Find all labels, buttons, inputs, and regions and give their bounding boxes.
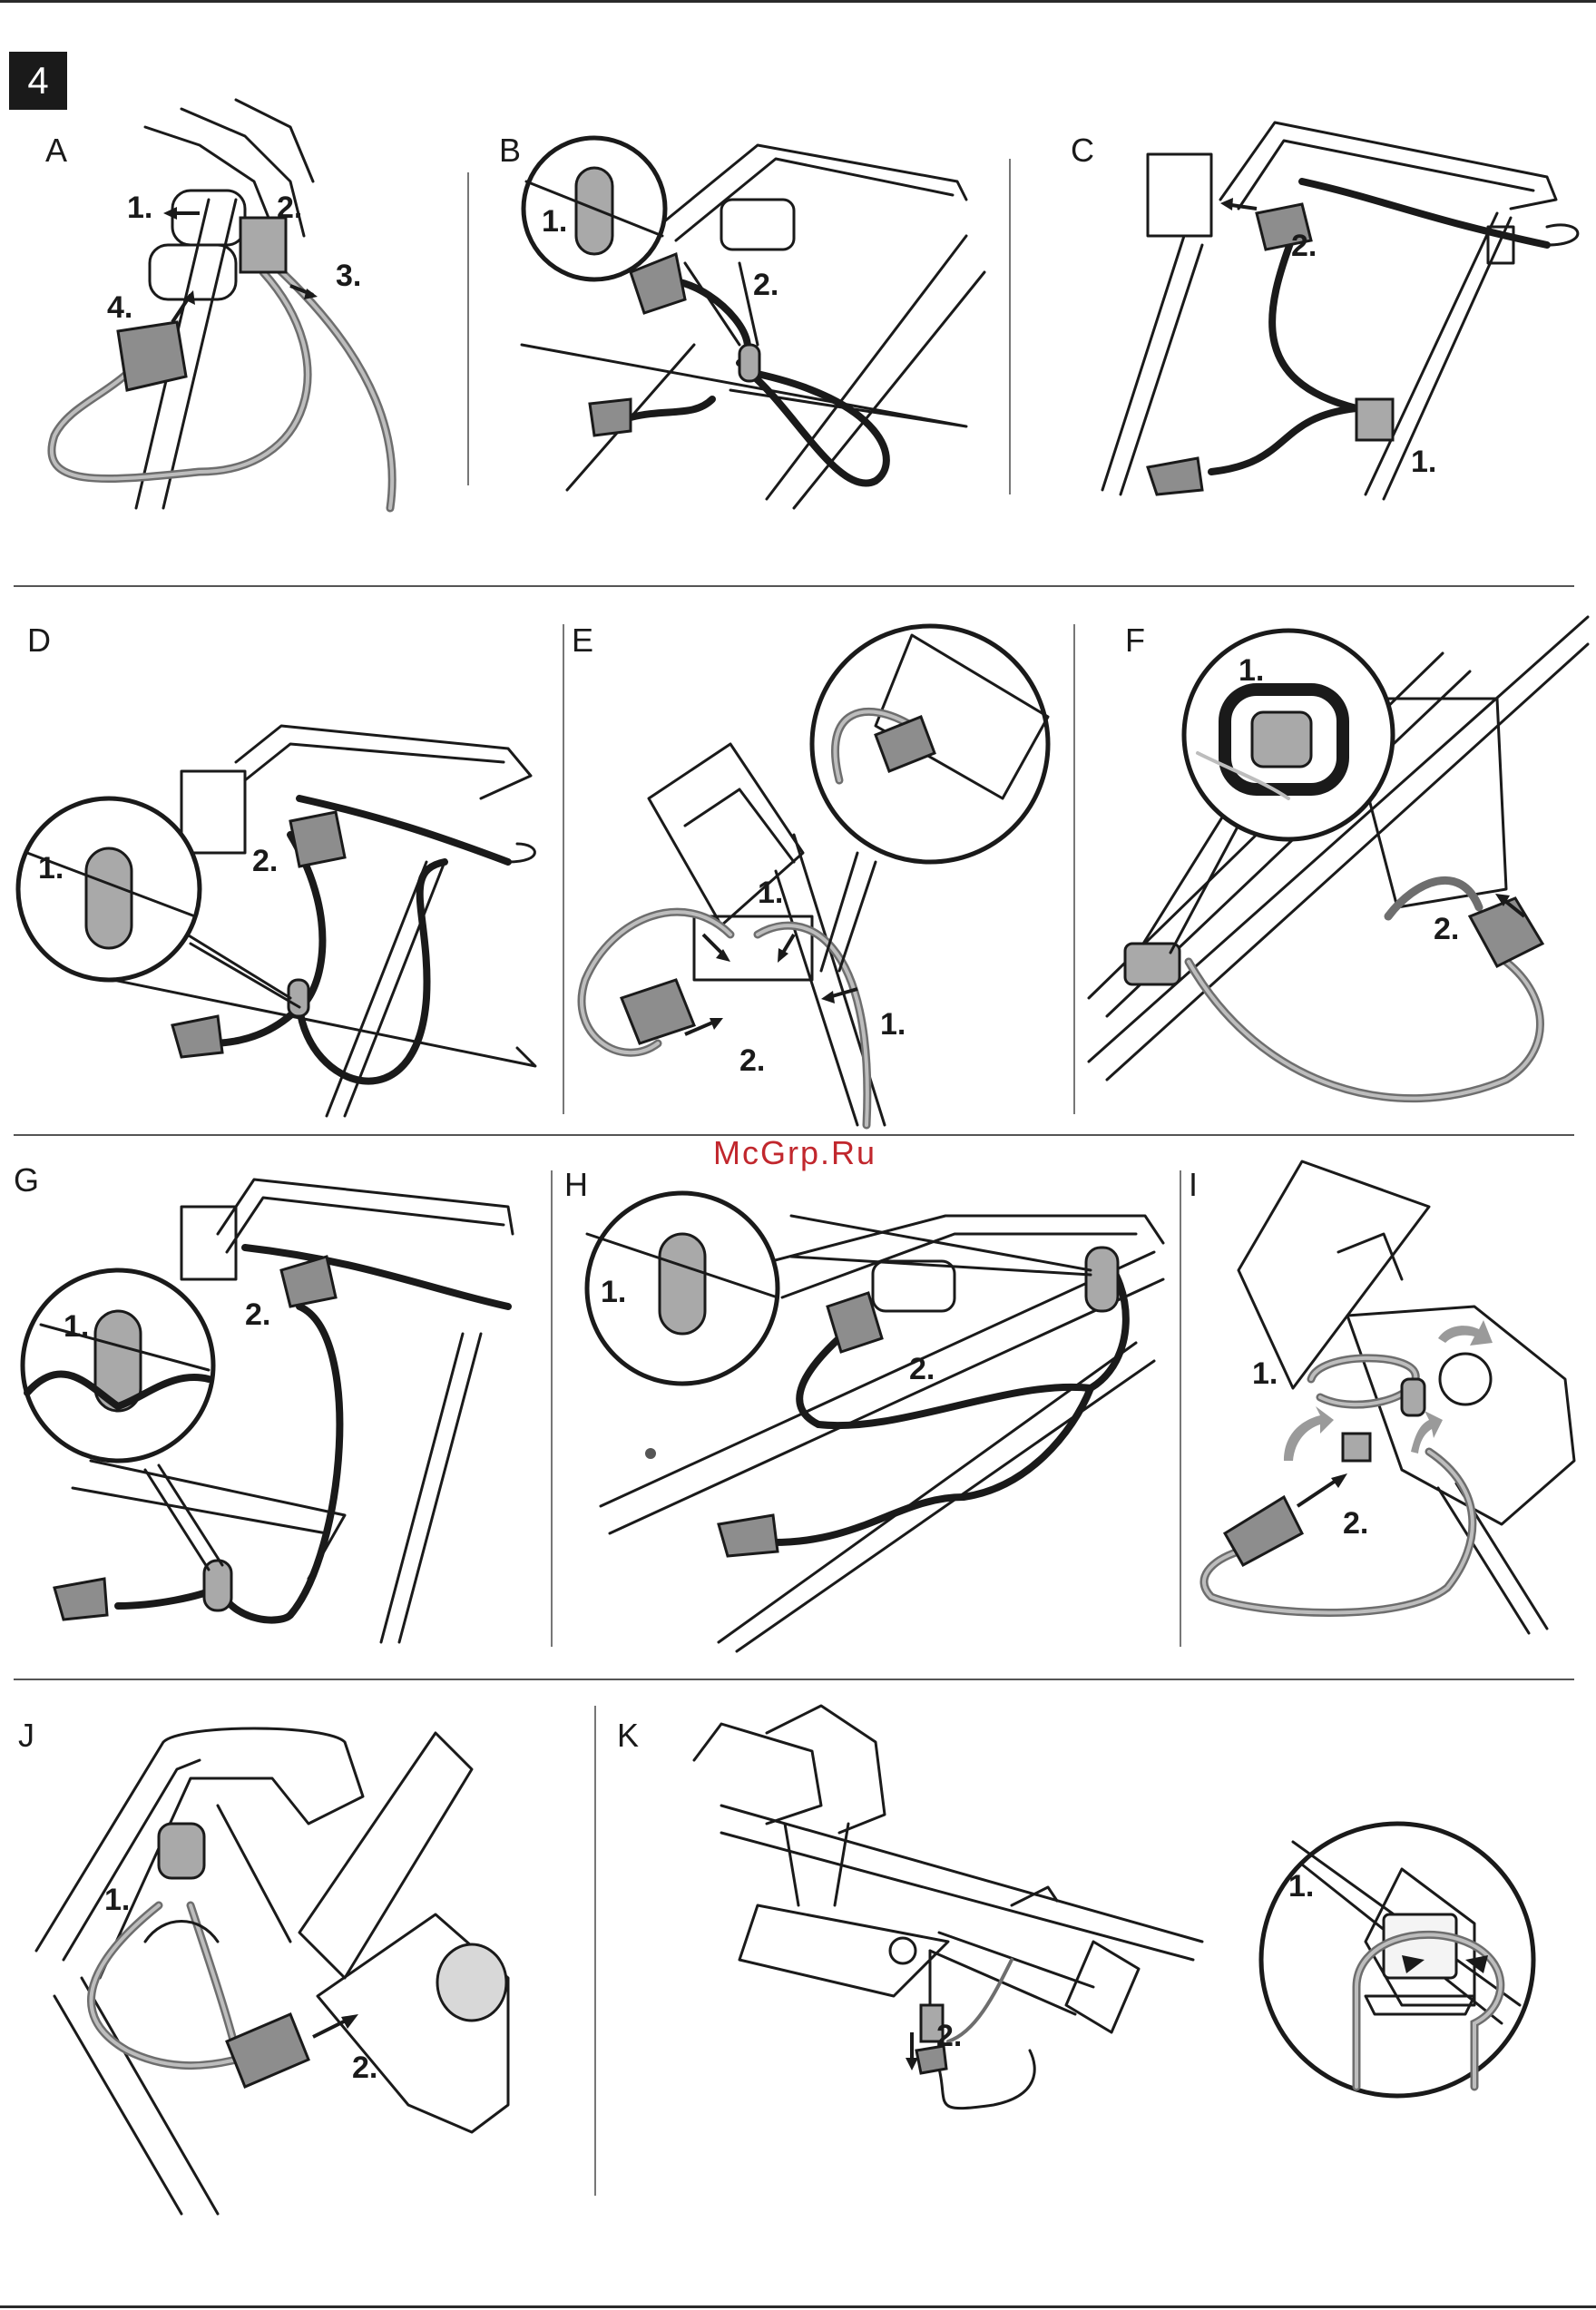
panel-e-step-2: 2. <box>739 1043 765 1079</box>
panel-g-step-2: 2. <box>245 1297 270 1333</box>
panel-i-label: I <box>1189 1166 1198 1204</box>
panel-k-illustration <box>603 1706 1588 2214</box>
panel-b-label: B <box>499 132 521 170</box>
top-rule <box>0 0 1596 3</box>
col-divider-hi <box>1180 1170 1181 1647</box>
panel-h: H 1. 2. <box>555 1161 1177 1669</box>
panel-c-step-2: 2. <box>1291 229 1317 264</box>
panel-g-label: G <box>14 1161 39 1199</box>
row-divider-1 <box>14 585 1574 587</box>
panel-i-illustration <box>1184 1161 1588 1669</box>
panel-c-label: C <box>1071 132 1094 170</box>
panel-f: F 1. 2. <box>1080 617 1588 1125</box>
panel-a: A 1. 2. 3. 4. <box>0 127 454 517</box>
panel-f-label: F <box>1125 622 1145 660</box>
panel-e-step-1a: 1. <box>758 876 783 911</box>
panel-j-step-1: 1. <box>104 1883 130 1918</box>
panel-h-label: H <box>564 1166 588 1204</box>
panel-e-illustration <box>567 617 1071 1125</box>
panel-f-illustration <box>1080 617 1588 1125</box>
panel-a-step-1: 1. <box>127 191 152 226</box>
panel-f-step-1: 1. <box>1239 653 1264 689</box>
panel-j-step-2: 2. <box>352 2051 377 2086</box>
col-divider-ef <box>1073 624 1075 1114</box>
panel-j-label: J <box>18 1717 34 1755</box>
figure-number-badge: 4 <box>9 52 67 110</box>
panel-b-illustration <box>494 127 994 517</box>
panel-g-step-1: 1. <box>64 1309 89 1345</box>
panel-d-step-1: 1. <box>38 851 64 886</box>
panel-d-step-2: 2. <box>252 844 278 879</box>
panel-b-step-1: 1. <box>542 204 567 240</box>
panel-a-step-2: 2. <box>277 191 302 226</box>
panel-j-illustration <box>0 1706 590 2214</box>
panel-c: C 2. 1. <box>1039 127 1583 517</box>
panel-e: E 1. 1. 2. <box>567 617 1071 1125</box>
panel-d: D 1. 2. <box>0 617 553 1125</box>
panel-b: B 1. 2. <box>494 127 994 517</box>
col-divider-de <box>563 624 564 1114</box>
panel-a-illustration <box>0 127 454 517</box>
panel-k-step-2: 2. <box>936 2019 962 2054</box>
panel-f-step-2: 2. <box>1434 912 1459 947</box>
row-divider-3 <box>14 1679 1574 1680</box>
col-divider-gh <box>551 1170 553 1647</box>
panel-j: J 1. 2. <box>0 1706 590 2214</box>
panel-c-illustration <box>1039 127 1583 517</box>
panel-e-label: E <box>572 622 593 660</box>
panel-d-label: D <box>27 622 51 660</box>
panel-c-step-1: 1. <box>1411 445 1436 480</box>
panel-k-label: K <box>617 1717 639 1755</box>
panel-g-illustration <box>0 1161 544 1669</box>
col-divider-jk <box>594 1706 596 2196</box>
panel-k: K 2. 1. <box>603 1706 1588 2214</box>
panel-e-step-1b: 1. <box>880 1007 906 1042</box>
panel-b-step-2: 2. <box>753 268 778 303</box>
panel-i: I 1. 2. <box>1184 1161 1588 1669</box>
panel-a-step-4: 4. <box>107 290 132 326</box>
panel-i-step-1: 1. <box>1252 1356 1278 1392</box>
panel-a-step-3: 3. <box>336 259 361 294</box>
panel-h-step-2: 2. <box>909 1352 935 1387</box>
panel-k-step-1: 1. <box>1288 1869 1314 1904</box>
col-divider-ab <box>467 172 469 485</box>
panel-h-step-1: 1. <box>601 1275 626 1310</box>
panel-g: G 1. 2. <box>0 1161 544 1669</box>
bottom-rule <box>0 2305 1596 2308</box>
panel-h-illustration <box>555 1161 1177 1669</box>
panel-i-step-2: 2. <box>1343 1506 1368 1542</box>
panel-a-label: A <box>45 132 67 170</box>
col-divider-bc <box>1009 159 1011 494</box>
